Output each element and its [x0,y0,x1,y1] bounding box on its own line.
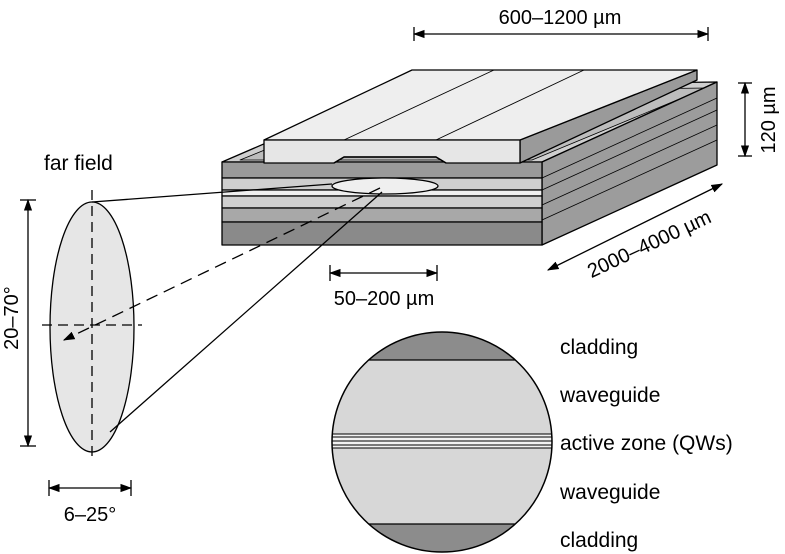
front-cladding-bottom [221,207,543,223]
cross-section-outline [331,331,553,553]
layer-cladding-bottom [332,524,552,552]
far-field-label: far field [44,152,113,175]
front-cladding-top [221,161,543,179]
depth-dimension-arrow [546,183,724,271]
front-waveguide-bottom [221,195,543,209]
layer-waveguide-bottom [332,448,552,524]
depth-label: 2000–4000 µm [584,206,715,283]
ridge-channel [333,156,447,164]
layer-cladding-top [332,332,552,360]
layer-label-waveguide-bottom: waveguide [559,481,660,504]
layer-label-cladding-top: cladding [560,336,638,359]
horizontal-angle-label: 6–25° [64,504,117,526]
beam-axis [62,187,381,341]
beam-edge-bottom [109,191,383,433]
layer-cross-section [332,332,552,552]
beam-edge-top [91,183,333,203]
vertical-angle-label: 20–70° [1,286,23,350]
layer-label-waveguide-top: waveguide [559,384,660,407]
near-field-spot [331,177,439,195]
layer-waveguide-top [332,360,552,434]
front-substrate [221,221,543,246]
laser-chip [221,69,718,246]
layer-label-active-zone: active zone (QWs) [560,432,733,455]
stripe-width-label: 50–200 µm [334,288,434,310]
height-label: 120 µm [758,86,780,153]
layer-label-cladding-bottom: cladding [560,529,638,552]
length-label: 600–1200 µm [499,7,622,29]
